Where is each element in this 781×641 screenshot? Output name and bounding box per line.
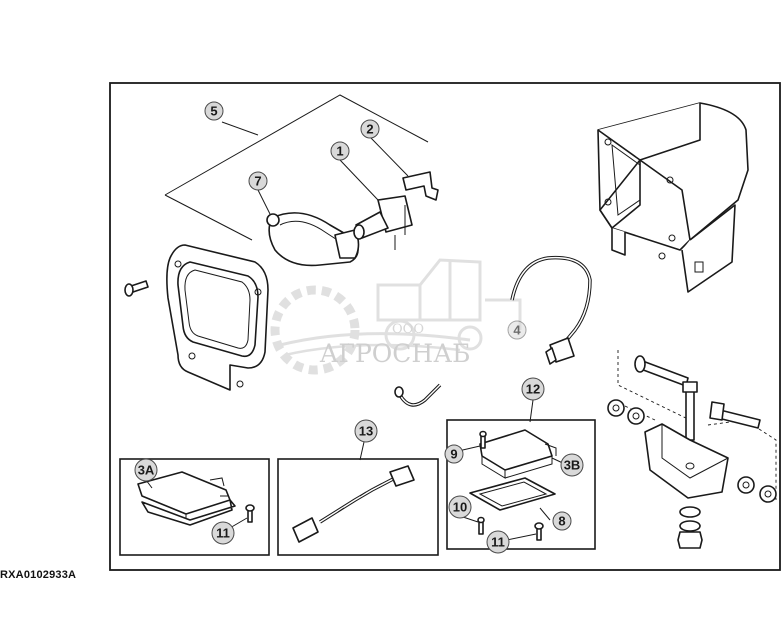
callout-7: 7 bbox=[248, 171, 268, 191]
callout-label: 3A bbox=[138, 463, 155, 478]
callout-label: 11 bbox=[216, 526, 230, 541]
lamp-shroud bbox=[597, 102, 749, 293]
callout-11-right: 11 bbox=[486, 530, 510, 554]
callout-label: 12 bbox=[526, 382, 540, 397]
callout-label: 10 bbox=[453, 500, 467, 515]
inset-box-13 bbox=[277, 458, 439, 556]
washer bbox=[737, 476, 755, 494]
gasket-8 bbox=[469, 477, 556, 511]
callout-9: 9 bbox=[444, 444, 464, 464]
watermark-harvester-icon bbox=[376, 258, 522, 351]
callout-label: 7 bbox=[254, 174, 261, 189]
nut bbox=[677, 531, 703, 549]
wire-harness-13 bbox=[292, 465, 415, 543]
callout-11-left: 11 bbox=[211, 521, 235, 545]
clip-2 bbox=[402, 171, 439, 201]
callout-label: 8 bbox=[558, 514, 565, 529]
headlight-lens-housing bbox=[166, 244, 269, 391]
watermark: ООО АГРОСНАБ bbox=[270, 258, 522, 375]
callout-label: 11 bbox=[491, 535, 505, 550]
callout-2: 2 bbox=[360, 119, 380, 139]
wire-harness-4 bbox=[510, 255, 592, 365]
assembly-bracket-5 bbox=[164, 94, 429, 241]
callout-label: 3B bbox=[564, 458, 581, 473]
callout-13: 13 bbox=[354, 419, 378, 443]
leader-lines bbox=[145, 136, 568, 543]
screw bbox=[124, 280, 149, 297]
callout-label: 2 bbox=[366, 122, 373, 137]
callout-8: 8 bbox=[552, 511, 572, 531]
callout-label: 4 bbox=[513, 323, 521, 338]
callout-label: 9 bbox=[450, 447, 457, 462]
reflector-7 bbox=[266, 212, 360, 267]
callout-5: 5 bbox=[204, 101, 224, 121]
callout-3b: 3B bbox=[560, 453, 584, 477]
watermark-company-name: АГРОСНАБ bbox=[319, 339, 470, 368]
watermark-company-prefix: ООО bbox=[392, 322, 424, 337]
callout-label: 5 bbox=[210, 104, 217, 119]
screw bbox=[534, 522, 544, 541]
control-module-3b bbox=[479, 429, 557, 479]
screw bbox=[477, 516, 485, 535]
callout-1: 1 bbox=[330, 141, 350, 161]
washer bbox=[679, 506, 701, 518]
callout-label: 1 bbox=[336, 144, 343, 159]
bulb-1 bbox=[353, 195, 413, 250]
nut bbox=[607, 399, 625, 417]
bolt bbox=[709, 401, 761, 429]
diagram-frame bbox=[109, 82, 781, 571]
callout-3a: 3A bbox=[134, 458, 158, 482]
callout-12: 12 bbox=[521, 377, 545, 401]
screw bbox=[245, 504, 255, 523]
figure-reference-code: RXA0102933A bbox=[0, 569, 77, 581]
nut bbox=[759, 485, 777, 503]
callout-10: 10 bbox=[448, 495, 472, 519]
washer bbox=[627, 407, 645, 425]
washer bbox=[679, 520, 701, 532]
inset-box-12 bbox=[446, 419, 596, 550]
wire-lower bbox=[394, 383, 442, 407]
screw bbox=[479, 430, 487, 449]
callout-4: 4 bbox=[507, 320, 527, 340]
inset-box-3a bbox=[119, 458, 270, 556]
bolt bbox=[682, 381, 698, 441]
watermark-gear-icon bbox=[270, 285, 360, 375]
mounting-bracket bbox=[607, 350, 777, 549]
control-module-3a bbox=[137, 471, 236, 526]
callout-label: 13 bbox=[359, 424, 373, 439]
bolt bbox=[634, 355, 689, 387]
